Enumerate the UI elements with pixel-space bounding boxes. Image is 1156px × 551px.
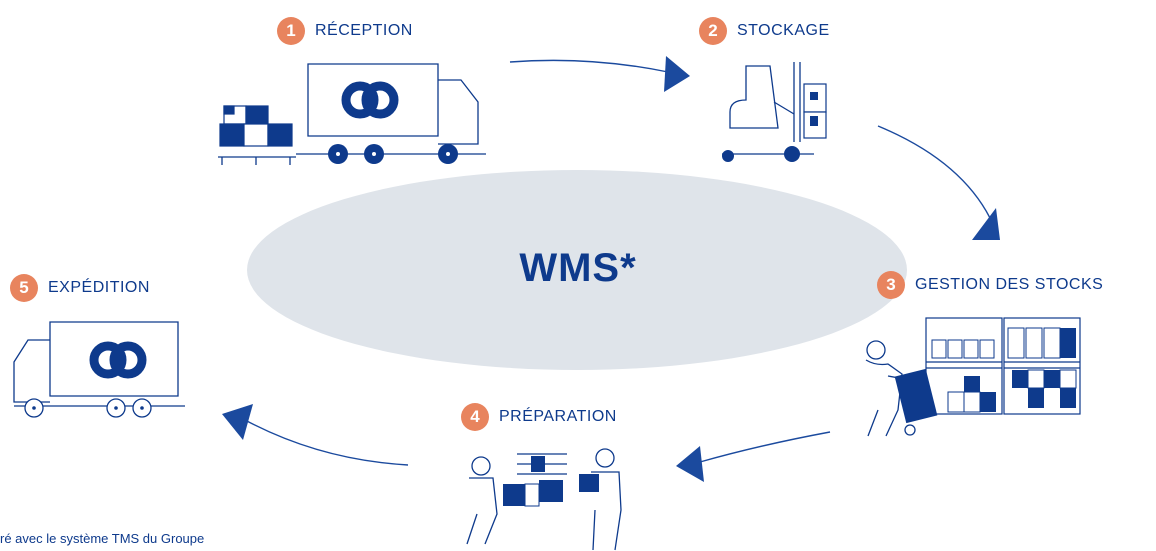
arrow-head-2 bbox=[972, 208, 1000, 240]
step-number-badge: 2 bbox=[699, 17, 727, 45]
step-stockage: 2 STOCKAGE bbox=[699, 17, 830, 45]
step-label: EXPÉDITION bbox=[48, 279, 150, 296]
step-label: GESTION DES STOCKS bbox=[915, 276, 1104, 293]
step-number-badge: 1 bbox=[277, 17, 305, 45]
arrow-head-3 bbox=[676, 446, 704, 482]
arrow-head-1 bbox=[664, 56, 690, 92]
step-label: PRÉPARATION bbox=[499, 408, 617, 425]
step-reception: 1 RÉCEPTION bbox=[277, 17, 413, 45]
step-preparation: 4 PRÉPARATION bbox=[461, 403, 617, 431]
delivery-truck-icon bbox=[13, 321, 185, 418]
arrow-head-4 bbox=[222, 404, 253, 440]
wms-title: WMS* bbox=[519, 246, 637, 290]
inventory-worker-icon bbox=[865, 317, 1081, 437]
step-number-badge: 4 bbox=[461, 403, 489, 431]
step-number-badge: 5 bbox=[10, 274, 38, 302]
order-picking-icon bbox=[466, 448, 622, 551]
step-number-badge: 3 bbox=[877, 271, 905, 299]
footnote: ré avec le système TMS du Groupe bbox=[0, 531, 205, 546]
step-label: STOCKAGE bbox=[737, 22, 830, 39]
reception-truck-icon bbox=[218, 63, 486, 165]
forklift-icon bbox=[722, 62, 827, 162]
step-gestion-stocks: 3 GESTION DES STOCKS bbox=[877, 271, 1103, 299]
step-label: RÉCEPTION bbox=[315, 22, 413, 39]
step-expedition: 5 EXPÉDITION bbox=[10, 274, 150, 302]
